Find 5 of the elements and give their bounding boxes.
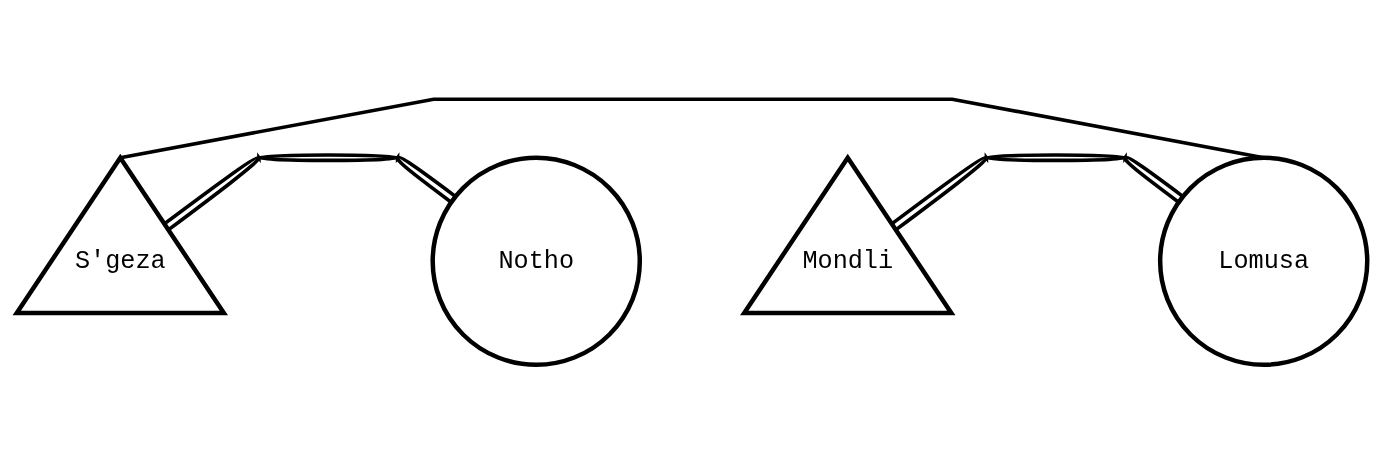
connector (890, 153, 1184, 232)
node-circle: Lomusa (1157, 155, 1370, 368)
connector (119, 97, 1265, 160)
node-circle: Notho (430, 155, 643, 368)
connector (163, 153, 457, 232)
